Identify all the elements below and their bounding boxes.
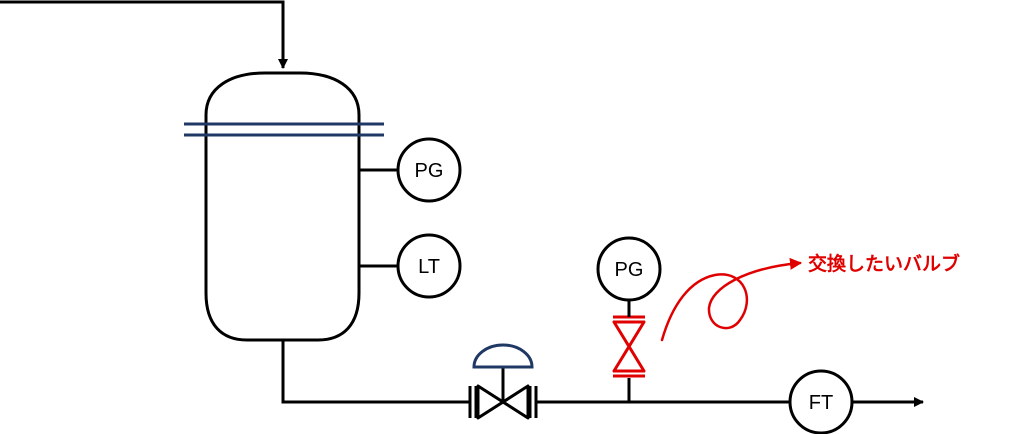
lt-vessel-instrument[interactable]: LT	[396, 233, 462, 299]
pg-line-label: PG	[615, 259, 644, 281]
pg-vessel-instrument[interactable]: PG	[396, 137, 462, 203]
pg-line-instrument[interactable]: PG	[596, 236, 662, 302]
pg-vessel-label: PG	[415, 160, 444, 182]
valve-actuator	[472, 343, 534, 369]
ft-instrument[interactable]: FT	[788, 369, 854, 434]
vessel-flange	[184, 122, 384, 137]
inlet-line	[0, 0, 288, 69]
control-valve[interactable]	[468, 343, 538, 420]
ft-label: FT	[809, 392, 833, 414]
vessel	[204, 71, 361, 342]
replacement-valve[interactable]	[612, 315, 646, 378]
lt-vessel-label: LT	[418, 256, 440, 278]
annotation-pointer	[660, 257, 802, 342]
annotation-label: 交換したいバルブ	[808, 252, 960, 275]
outlet-pipe	[281, 340, 470, 404]
